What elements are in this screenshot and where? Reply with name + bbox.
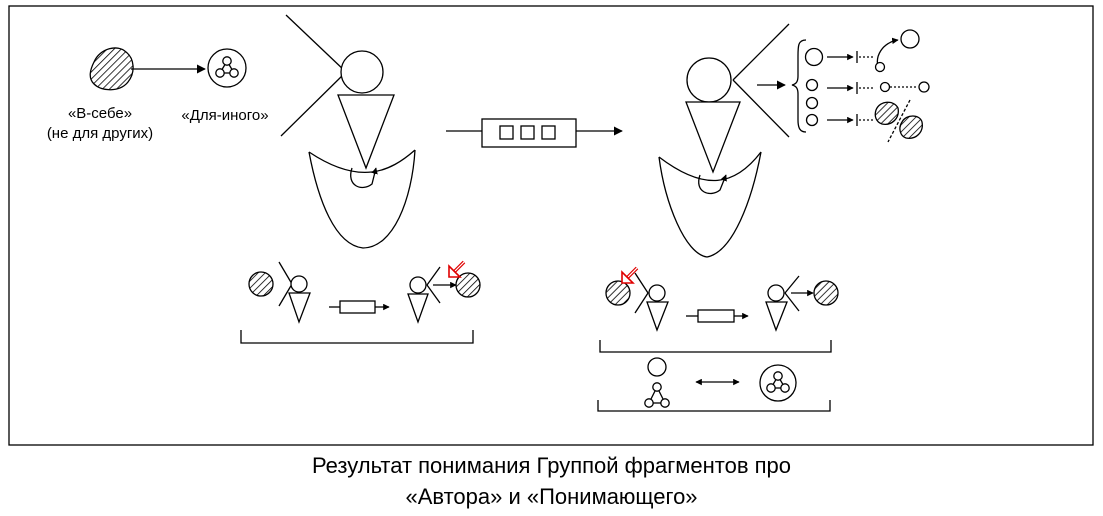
for-other-label: «Для-иного» [181, 107, 268, 124]
author-scheme-bracket [240, 330, 474, 344]
red-arrow-icon [448, 260, 466, 278]
message-transfer-icon [446, 118, 623, 148]
in-itself-sublabel: (не для других) [47, 125, 153, 142]
understander-scheme-bracket [599, 340, 832, 353]
in-itself-label: «В-себе» [68, 105, 132, 122]
small-author-scheme [248, 261, 481, 324]
caption-line-2: «Автора» и «Понимающего» [405, 484, 698, 509]
three-node-graph-icon [207, 48, 247, 88]
author-figure-icon [280, 14, 416, 249]
diagram-frame [8, 5, 1094, 446]
red-arrow-icon [621, 266, 639, 284]
understander-figure-icon [658, 23, 790, 258]
graph-equivalence-bracket [597, 400, 831, 412]
in-itself-blob-icon [89, 47, 134, 91]
caption-line-1: Результат понимания Группой фрагментов п… [311, 453, 792, 478]
figure-caption: Результат понимания Группой фрагментов п… [0, 450, 1103, 512]
interpretation-branches [791, 29, 930, 143]
small-understander-scheme [605, 272, 839, 332]
graph-equivalence [644, 357, 797, 408]
